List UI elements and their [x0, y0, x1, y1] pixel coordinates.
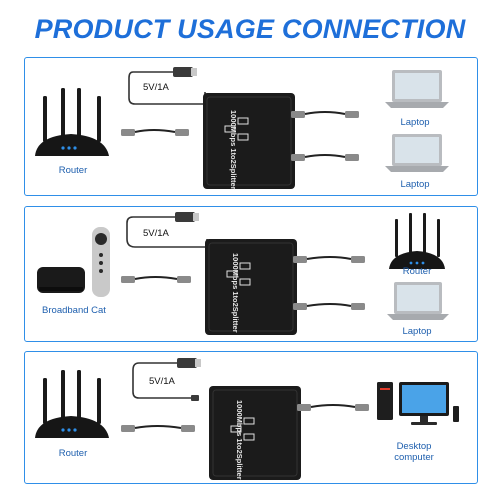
output-label-1: Desktop computer	[394, 441, 434, 463]
panel-router-to-two-laptops: 1000Mbps 1to2Splitter 5V/1A Route	[24, 57, 478, 196]
page-title: PRODUCT USAGE CONNECTION	[34, 14, 466, 44]
ethernet-cable-icon	[297, 404, 369, 411]
output-label-1: Laptop	[400, 117, 430, 128]
output-label-1: Router	[402, 266, 432, 277]
panel-3-illustration: 1000Mbps 1to2Splitter	[35, 358, 459, 480]
laptop-icon	[385, 70, 449, 108]
router-icon	[35, 370, 109, 438]
source-label: Router	[58, 448, 88, 459]
source-label: Broadband Cat	[42, 305, 106, 316]
splitter-label: 1000Mbps 1to2Splitter	[229, 110, 238, 190]
panel-2-illustration: 1000Mbps 1to2Splitter	[37, 212, 449, 335]
streaming-box-icon	[37, 267, 85, 293]
power-label: 5V/1A	[143, 82, 169, 93]
desktop-computer-icon	[377, 382, 459, 425]
laptop-icon	[385, 134, 449, 172]
output-label-2: Laptop	[400, 179, 430, 190]
router-icon	[389, 213, 445, 269]
power-cable-icon	[126, 212, 208, 248]
ethernet-cable-icon	[291, 111, 359, 118]
remote-control-icon	[92, 227, 110, 297]
splitter-label: 1000Mbps 1to2Splitter	[235, 400, 244, 480]
power-cable-icon	[128, 67, 206, 105]
ethernet-cable-icon	[121, 276, 191, 283]
ethernet-cable-icon	[293, 303, 365, 310]
splitter-device-icon: 1000Mbps 1to2Splitter	[205, 239, 297, 335]
ethernet-cable-icon	[121, 425, 195, 432]
ethernet-cable-icon	[293, 256, 365, 263]
splitter-device-icon: 1000Mbps 1to2Splitter	[203, 93, 295, 190]
ethernet-cable-icon	[291, 154, 359, 161]
power-label: 5V/1A	[149, 376, 175, 387]
router-icon	[35, 88, 109, 156]
splitter-device-icon: 1000Mbps 1to2Splitter	[209, 386, 301, 480]
source-label: Router	[58, 165, 88, 176]
power-label: 5V/1A	[143, 228, 169, 239]
panel-broadband-to-router-and-laptop: 1000Mbps 1to2Splitter	[24, 206, 478, 342]
output-label-2: Laptop	[402, 326, 432, 337]
laptop-icon	[387, 282, 449, 320]
panel-router-to-desktop: 1000Mbps 1to2Splitter 5V/1A Router Deskt…	[24, 351, 478, 484]
power-cable-icon	[132, 358, 201, 401]
splitter-label: 1000Mbps 1to2Splitter	[231, 253, 240, 333]
ethernet-cable-icon	[121, 129, 189, 136]
panel-1-illustration: 1000Mbps 1to2Splitter	[35, 67, 449, 190]
